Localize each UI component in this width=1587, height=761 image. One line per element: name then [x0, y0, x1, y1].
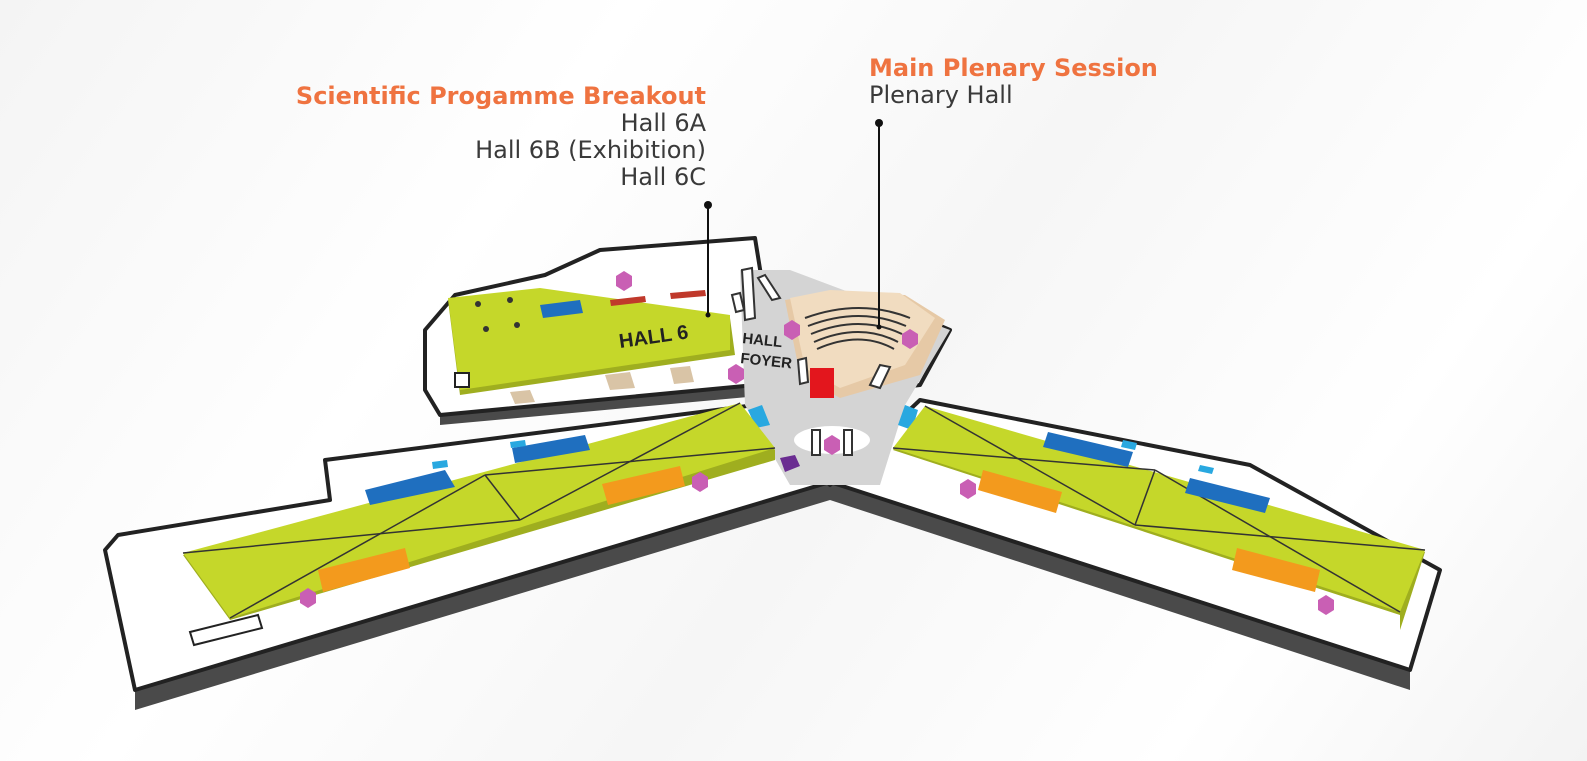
hall6-block[interactable]: HALL 6 — [448, 288, 735, 404]
breakout-hall-6a: Hall 6A — [620, 109, 706, 137]
marker-hexagon — [300, 588, 316, 608]
marker-hexagon — [1318, 595, 1334, 615]
plenary-title: Main Plenary Session — [869, 54, 1158, 82]
hall-foyer-label-line2: FOYER — [740, 350, 793, 372]
marker-hexagon — [728, 364, 744, 384]
breakout-hall-6b: Hall 6B (Exhibition) — [475, 136, 706, 164]
location-markers — [300, 271, 1334, 615]
left-wing-halls[interactable] — [182, 402, 776, 647]
plenary-callout: Main Plenary Session Plenary Hall — [869, 54, 1158, 109]
marker-hexagon — [824, 435, 840, 455]
hall-foyer-label-line1: HALL — [742, 330, 784, 351]
callout-pointers — [704, 119, 883, 330]
marker-hexagon — [960, 479, 976, 499]
plenary-hall-name: Plenary Hall — [869, 81, 1013, 109]
marker-hexagon — [692, 472, 708, 492]
marker-hexagon — [616, 271, 632, 291]
marker-hexagon — [784, 320, 800, 340]
right-wing-halls[interactable] — [892, 405, 1426, 630]
plenary-hall[interactable] — [785, 290, 945, 398]
plenary-stage — [810, 368, 834, 398]
breakout-title: Scientific Progamme Breakout — [295, 82, 706, 110]
breakout-callout: Scientific Progamme Breakout Hall 6A Hal… — [296, 82, 706, 191]
marker-hexagon — [902, 329, 918, 349]
breakout-hall-6c: Hall 6C — [620, 163, 706, 191]
